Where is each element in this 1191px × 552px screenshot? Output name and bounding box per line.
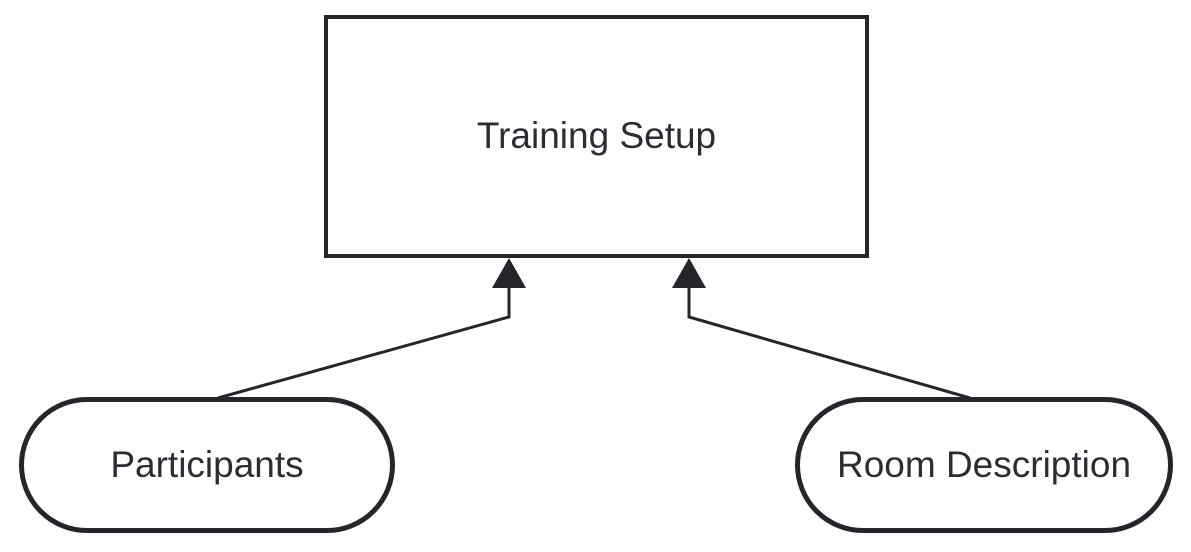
node-room-description-label: Room Description: [836, 443, 1132, 485]
node-training-setup-label: Training Setup: [476, 115, 717, 157]
edge-line-room-description-to-training-setup: [687, 283, 971, 400]
arrowhead-icon: [492, 258, 526, 288]
arrowhead-icon: [672, 258, 706, 288]
node-participants: Participants: [19, 397, 395, 533]
node-room-description: Room Description: [795, 397, 1173, 533]
node-participants-label: Participants: [110, 443, 304, 485]
node-training-setup: Training Setup: [324, 15, 869, 258]
edge-line-participants-to-training-setup: [217, 283, 511, 400]
